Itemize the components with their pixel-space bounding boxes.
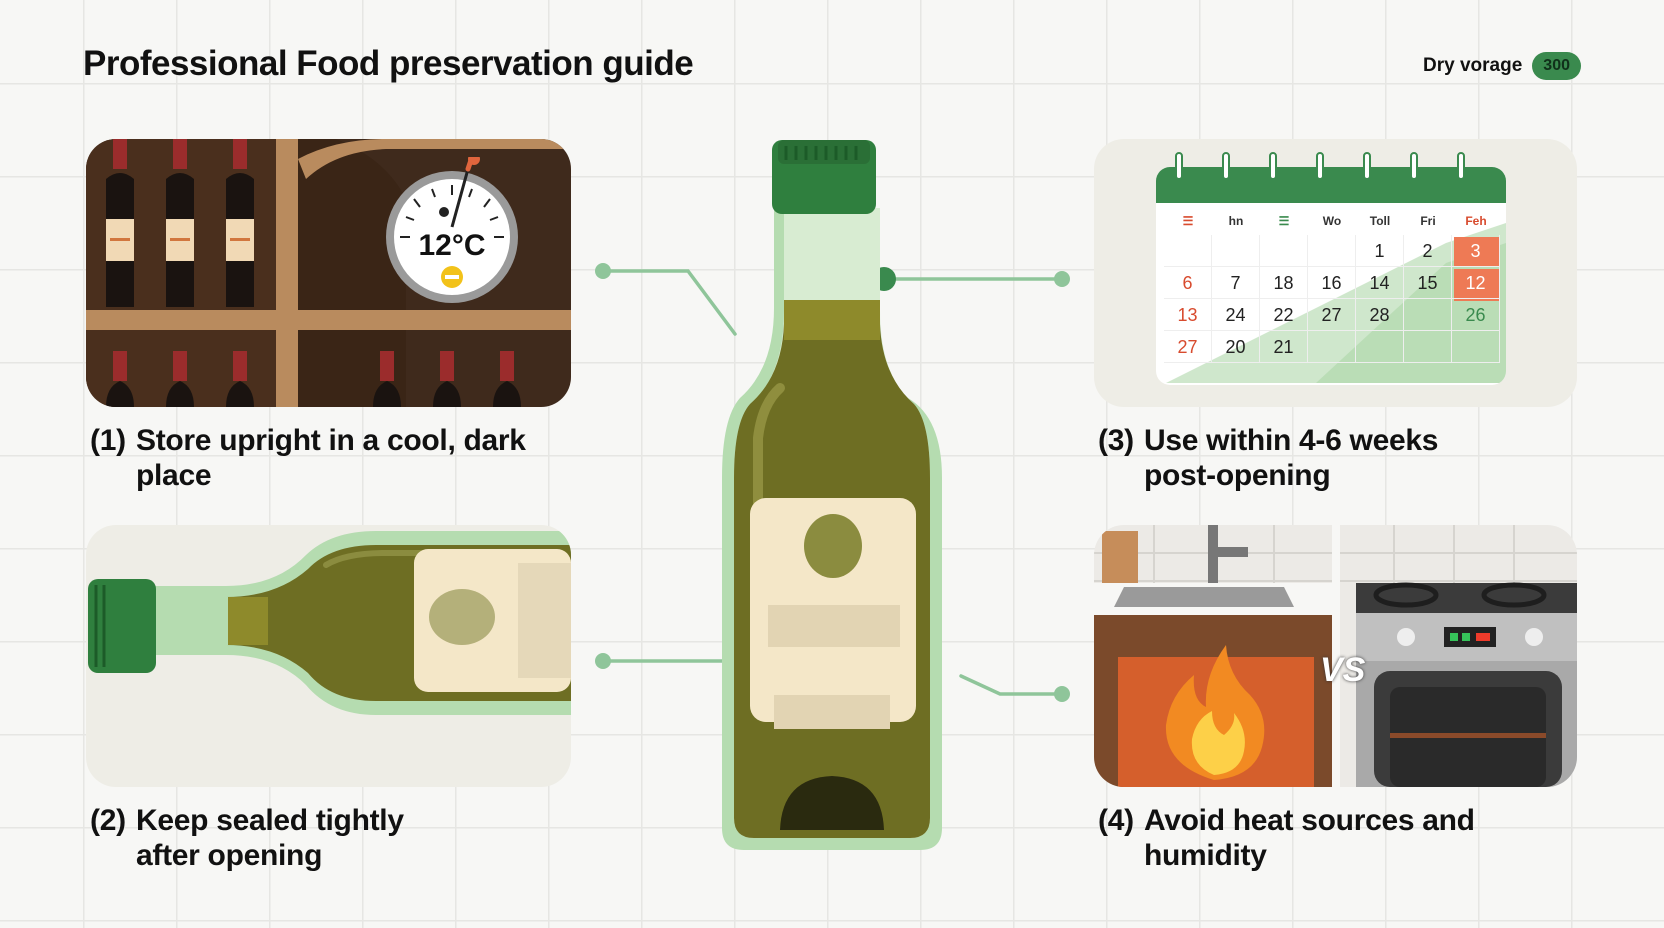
calendar-day[interactable]: 2 (1404, 235, 1452, 267)
calendar-day[interactable]: 1 (1356, 235, 1404, 267)
calendar-day[interactable] (1308, 235, 1356, 267)
calendar-day[interactable]: 14 (1356, 267, 1404, 299)
badge-count: 300 (1532, 52, 1581, 80)
step-1-caption: (1) Store upright in a cool, dark place (90, 423, 526, 493)
calendar-day[interactable] (1452, 331, 1500, 363)
calendar-day[interactable] (1404, 299, 1452, 331)
calendar-day[interactable]: 20 (1212, 331, 1260, 363)
step-4-number: (4) (1098, 804, 1134, 837)
calendar-day[interactable]: 26 (1452, 299, 1500, 331)
calendar-day[interactable]: 13 (1164, 299, 1212, 331)
step-2-number: (2) (90, 804, 126, 837)
thermometer-reading: 12°C (418, 229, 485, 262)
calendar-day[interactable] (1356, 331, 1404, 363)
sink-icon (1114, 587, 1294, 607)
step-4-caption: (4) Avoid heat sources and humidity (1098, 803, 1475, 873)
step-2-caption: (2) Keep sealed tightly after opening (90, 803, 404, 873)
step-1-text-2: place (136, 459, 212, 492)
calendar-weekday: Toll (1369, 214, 1391, 228)
calendar-day[interactable]: 6 (1164, 267, 1212, 299)
calendar-day[interactable] (1260, 235, 1308, 267)
calendar-weekday: ☰ (1278, 214, 1290, 228)
step-3-text-2: post-opening (1144, 459, 1331, 492)
step-3-number: (3) (1098, 424, 1134, 457)
thermometer-icon: 12°C (386, 157, 518, 303)
calendar-weekday: Wo (1322, 214, 1342, 228)
calendar-day[interactable]: 21 (1260, 331, 1308, 363)
calendar-day[interactable]: 12 (1452, 267, 1500, 299)
calendar-day[interactable]: 24 (1212, 299, 1260, 331)
calendar-day[interactable] (1164, 235, 1212, 267)
calendar-day[interactable]: 3 (1452, 235, 1500, 267)
step-1-text: Store upright in a cool, dark (136, 424, 526, 457)
horizontal-bottle-icon (88, 531, 571, 715)
calendar-weekday: Fri (1420, 214, 1436, 228)
page-title: Professional Food preservation guide (83, 44, 694, 83)
badge-label: Dry vorage (1423, 55, 1523, 76)
calendar-day[interactable] (1404, 331, 1452, 363)
vs-label: VS (1320, 651, 1366, 689)
calendar-header-bar (1156, 167, 1506, 203)
calendar-rings (1175, 152, 1465, 180)
calendar-day[interactable]: 27 (1164, 331, 1212, 363)
step-1-number: (1) (90, 424, 126, 457)
cellar-card: 12°C (86, 139, 571, 407)
calendar-weekday: ☰ (1182, 214, 1194, 228)
calendar-day[interactable]: 18 (1260, 267, 1308, 299)
heat-comparison-card: VS (1094, 525, 1577, 787)
calendar-day[interactable]: 15 (1404, 267, 1452, 299)
calendar-day[interactable]: 22 (1260, 299, 1308, 331)
step-2-text-2: after opening (136, 839, 323, 872)
connector-1 (601, 269, 737, 336)
kitchen-scene (1094, 525, 1577, 787)
bottle-icon (722, 140, 942, 850)
step-2-text: Keep sealed tightly (136, 804, 404, 837)
step-4-text-2: humidity (1144, 839, 1267, 872)
step-3-text: Use within 4-6 weeks (1144, 424, 1439, 457)
calendar-day[interactable]: 28 (1356, 299, 1404, 331)
calendar-day[interactable] (1308, 331, 1356, 363)
connector-4 (959, 674, 1064, 696)
step-4-text: Avoid heat sources and (1144, 804, 1475, 837)
calendar-day[interactable] (1212, 235, 1260, 267)
step-3-caption: (3) Use within 4-6 weeks post-opening (1098, 423, 1438, 493)
calendar-day[interactable]: 7 (1212, 267, 1260, 299)
calendar-day[interactable]: 27 (1308, 299, 1356, 331)
storage-badge[interactable]: Dry vorage 300 (1423, 52, 1581, 80)
calendar-weekday: hn (1228, 214, 1244, 228)
calendar-weekday: Feh (1465, 214, 1487, 228)
calendar-day[interactable]: 16 (1308, 267, 1356, 299)
sealed-bottle-card (86, 525, 571, 787)
